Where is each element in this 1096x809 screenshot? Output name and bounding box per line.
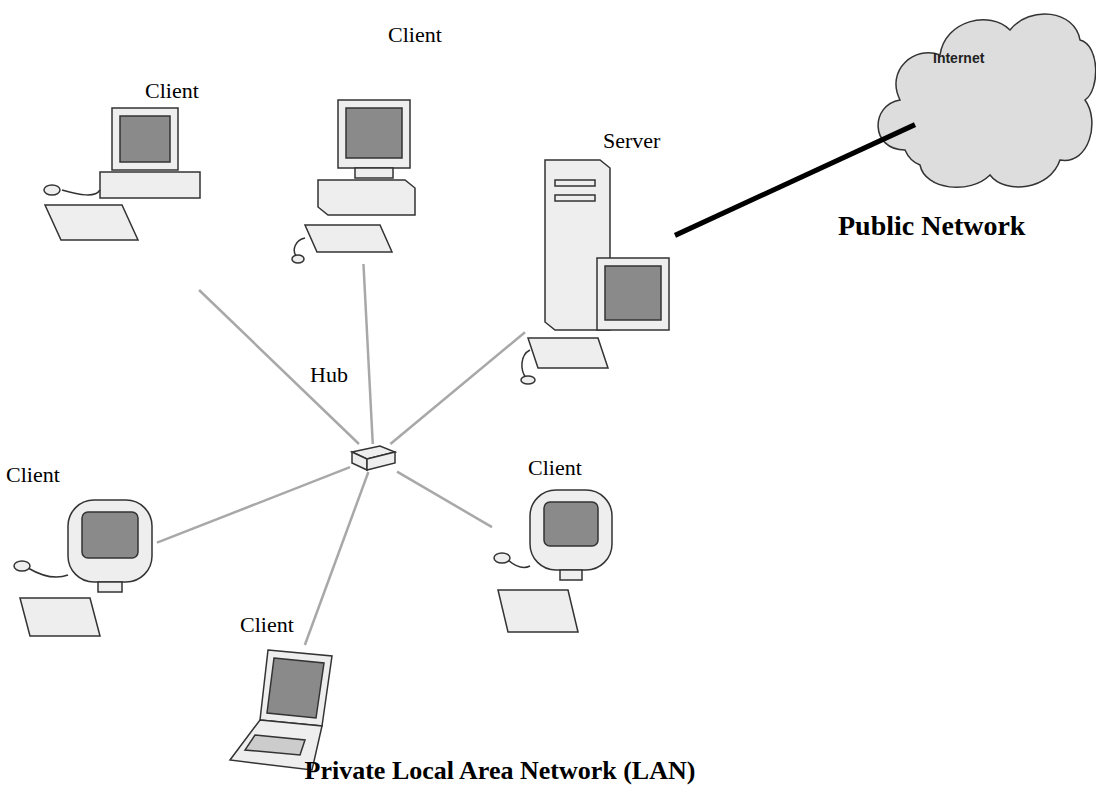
lan-cable — [305, 472, 369, 645]
hub-device: Hub — [350, 444, 397, 472]
client-computer: Client — [300, 92, 418, 264]
client-computer: Client — [35, 100, 210, 290]
cloud-shape — [878, 14, 1096, 187]
device-label: Client — [528, 455, 582, 481]
lan-cable — [199, 290, 359, 444]
caption-label: Private Local Area Network (LAN) — [305, 756, 696, 786]
desktop-computer — [292, 100, 415, 263]
client-computer: Client — [225, 645, 337, 775]
client-computer: Client — [12, 497, 157, 645]
device-label: Server — [603, 128, 660, 154]
hub-device — [352, 446, 395, 470]
device-label: Client — [388, 22, 442, 48]
device-label: Client — [6, 462, 60, 488]
device-label: Hub — [310, 362, 348, 388]
desktop-computer — [44, 108, 200, 240]
network-label: Public Network — [838, 210, 1025, 242]
lan-cable — [390, 332, 525, 444]
internet-cloud: Internet — [915, 35, 1065, 145]
server-computer: Server — [525, 155, 675, 385]
laptop-computer — [230, 650, 332, 770]
device-label: Client — [240, 612, 294, 638]
lan-cable — [363, 264, 372, 444]
client-computer: Client — [492, 487, 617, 640]
cloud-label: Internet — [933, 49, 984, 67]
device-label: Client — [145, 78, 199, 104]
server-computer — [521, 160, 669, 384]
all-in-one-computer — [494, 490, 612, 632]
lan-cable — [157, 467, 350, 542]
all-in-one-computer — [14, 500, 152, 636]
lan-cable — [397, 472, 492, 527]
